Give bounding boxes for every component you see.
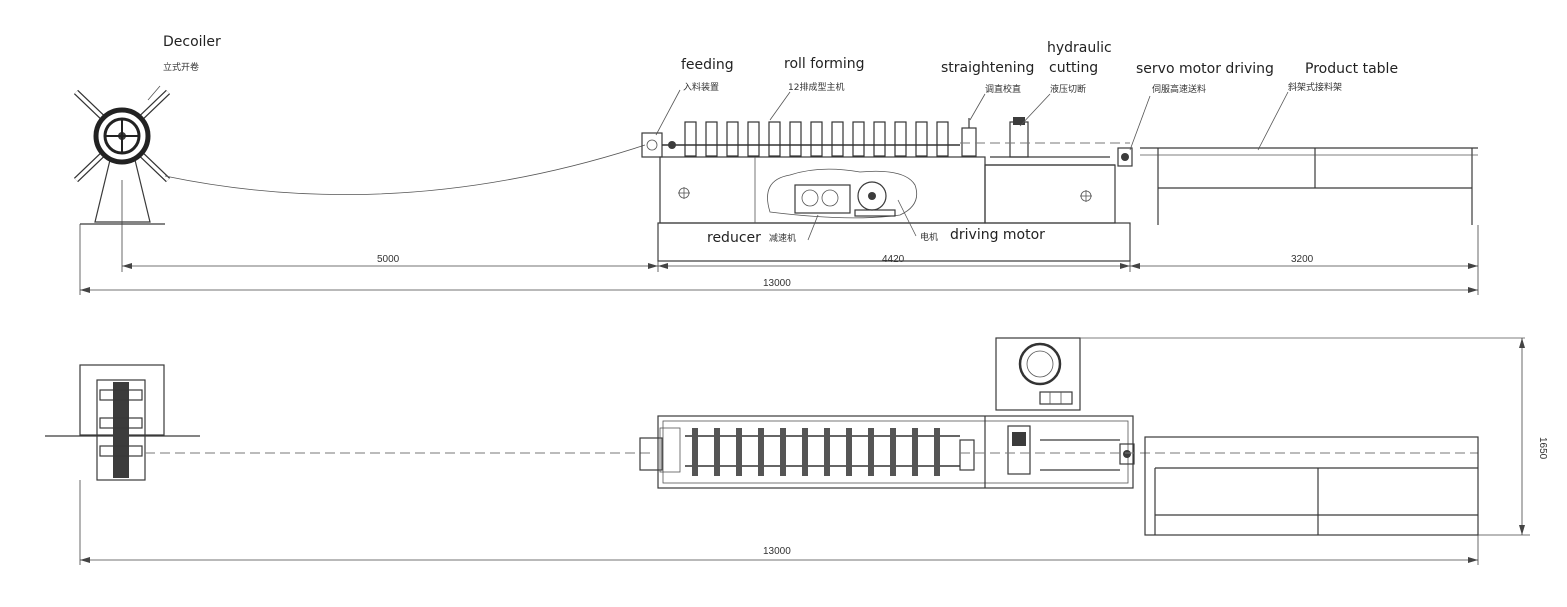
hydraulic-station-plan — [995, 337, 1525, 411]
dim-4420: 4420 — [882, 254, 905, 265]
cutting-label: cutting — [1049, 60, 1098, 76]
reducer-label: reducer — [707, 230, 761, 246]
roll-forming-machine-plan — [639, 415, 1134, 489]
product-table-plan — [1144, 436, 1479, 536]
decoiler-label-cn: 立式开卷 — [163, 61, 199, 73]
dimension-lines-bottom — [79, 338, 1530, 565]
product-table-label-cn: 斜架式接料架 — [1288, 81, 1342, 93]
product-table-label: Product table — [1305, 61, 1398, 77]
straightening-label-cn: 调直校直 — [985, 83, 1021, 95]
driving-motor-label-cn: 电机 — [920, 231, 938, 243]
straightening-label: straightening — [941, 60, 1034, 76]
dim-total-bottom: 13000 — [763, 546, 791, 557]
feeding-label-cn: 入料装置 — [683, 81, 719, 93]
product-table-elevation — [1140, 147, 1478, 225]
cutting-and-servo-plan — [1007, 425, 1135, 475]
reducer-label-cn: 减速机 — [769, 232, 796, 244]
dim-5000: 5000 — [377, 254, 400, 265]
dim-3200: 3200 — [1291, 254, 1314, 265]
roller-shafts-plan — [692, 428, 975, 476]
dim-1650: 1650 — [1537, 437, 1548, 460]
roll-forming-label: roll forming — [784, 56, 865, 72]
dimension-lines-top — [79, 180, 1479, 295]
feeding-label: feeding — [681, 57, 734, 73]
hydraulic-label: hydraulic — [1047, 40, 1112, 56]
decoiler-plan — [45, 364, 200, 481]
hydraulic-cutting-label-cn: 液压切断 — [1050, 83, 1086, 95]
leader-lines — [147, 85, 1289, 241]
decoiler-elevation — [73, 89, 171, 225]
servo-label: servo motor driving — [1136, 61, 1274, 77]
servo-label-cn: 伺服高速送料 — [1152, 83, 1206, 95]
roll-forming-label-cn: 12排成型主机 — [788, 81, 844, 93]
driving-motor-label: driving motor — [950, 227, 1045, 243]
roll-forming-machine-elevation — [641, 117, 1133, 262]
material-strip — [164, 144, 646, 195]
dim-total-top: 13000 — [763, 278, 791, 289]
decoiler-label: Decoiler — [163, 34, 221, 50]
